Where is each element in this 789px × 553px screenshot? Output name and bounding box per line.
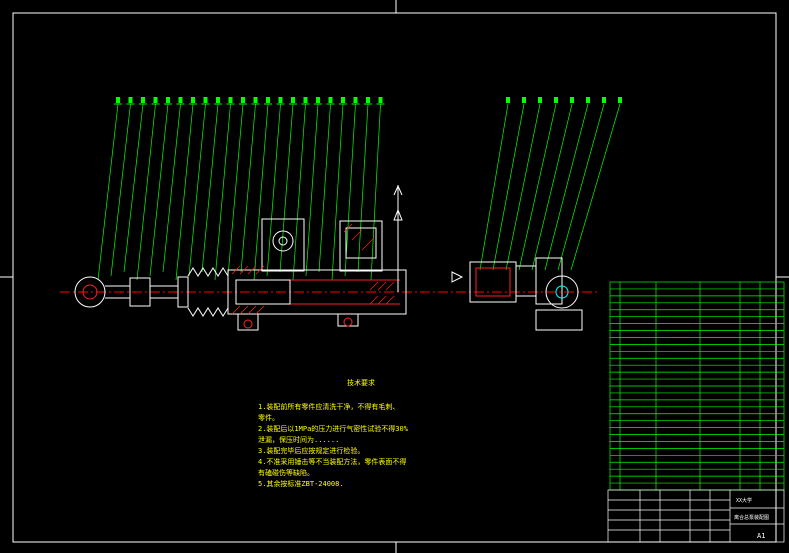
balloon-marker [291,97,295,103]
leader-line [188,97,210,277]
leader-line [175,97,197,281]
leader-line [123,97,147,273]
balloon-marker [241,97,245,103]
title-block-sheet-size: A1 [757,532,765,540]
technical-notes-title: 技术要求 [347,379,375,387]
technical-note-line: 4.不准采用锤击等不当装配方法，零件表面不得 [258,458,407,466]
title-block-company: XX大学 [736,497,752,504]
leader-line [479,97,510,271]
balloon-marker [538,97,542,103]
balloon-marker [353,97,358,103]
leader-line [149,97,172,277]
balloon-marker [586,97,590,103]
balloon-marker [303,97,308,103]
leader-line [492,97,526,271]
title-block [607,489,785,543]
balloon-marker [554,97,558,103]
balloon-marker [116,97,120,103]
balloon-marker [128,97,133,103]
balloon-marker [328,97,333,103]
leader-line [318,97,335,273]
leader-line [253,97,272,281]
balloon-marker [228,97,233,103]
leader-line [305,97,322,277]
leader-line [214,97,235,281]
leader-line [531,97,574,271]
technical-note-line: 3.装配完毕后应按规定进行检验。 [258,447,365,455]
balloon-marker [570,97,574,103]
balloon-marker [602,97,606,103]
dust-boot [177,267,229,317]
leader-line [97,97,122,281]
leader-line [370,97,385,281]
balloon-marker [316,97,320,103]
balloon-marker [153,97,158,103]
technical-note-line: 有磕碰伤等缺陷。 [258,469,314,477]
section-hatching [231,223,395,315]
leader-lines-left [97,97,385,281]
leader-line [331,97,347,281]
leader-line [357,97,372,273]
leader-line [201,97,222,273]
flow-arrow [451,271,464,283]
balloon-marker [166,97,170,103]
leader-line [136,97,160,281]
rod-end-eye [74,276,178,308]
technical-note-line: 1.装配前所有零件应清洗干净，不得有毛刺、 [258,403,400,411]
technical-note-line: 5.其余按标准ZBT-24008. [258,480,344,488]
leader-line [279,97,297,273]
bill-of-materials-table [609,281,785,491]
balloon-marker [141,97,145,103]
y-axis-marker [393,184,403,292]
technical-note-line: 零件。 [258,414,279,422]
leader-line [505,97,542,271]
balloon-marker [178,97,183,103]
balloon-marker [506,97,510,103]
leader-line [162,97,185,273]
balloon-marker [618,97,622,103]
technical-note-line: 泄漏，保压时间为...... [258,436,340,444]
balloon-marker [191,97,195,103]
leader-line [544,97,590,271]
technical-note-line: 2.装配后以1MPa的压力进行气密性试验不得30% [258,425,408,433]
cylinder-body [227,218,407,331]
leader-line [227,97,247,277]
leader-lines-right [479,97,622,271]
leader-line [570,97,622,271]
balloon-marker [266,97,270,103]
title-block-drawing-name: 离合总泵装配图 [734,514,769,521]
balloon-marker [278,97,283,103]
leader-line [518,97,558,271]
leader-line [240,97,260,273]
clevis-assembly [469,257,583,331]
balloon-marker [366,97,370,103]
balloon-marker [253,97,258,103]
balloon-marker [203,97,208,103]
leader-line [292,97,310,281]
balloon-marker [216,97,220,103]
balloon-marker [341,97,345,103]
balloon-marker [378,97,383,103]
leader-line [344,97,360,277]
leader-line [266,97,285,277]
leader-line [110,97,135,277]
balloon-marker [522,97,526,103]
leader-line [557,97,606,271]
